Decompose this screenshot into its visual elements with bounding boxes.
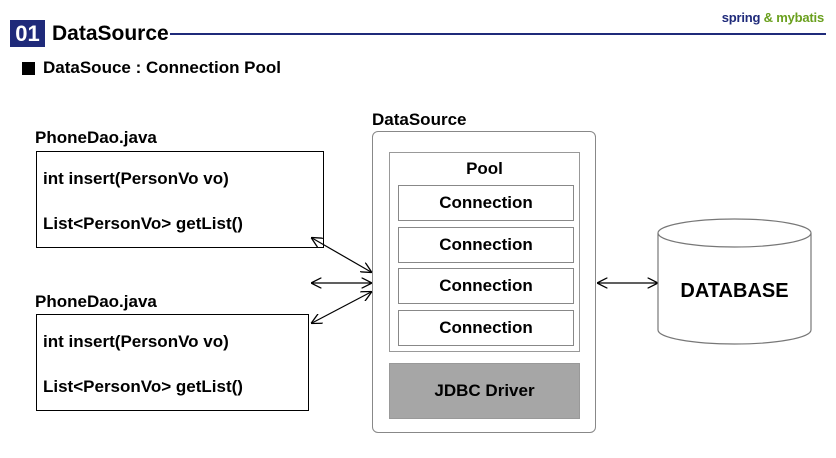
brand-mybatis-text: mybatis (776, 10, 824, 25)
dao-method-getlist: List<PersonVo> getList() (43, 377, 243, 396)
pool-label: Pool (466, 159, 503, 178)
connection-box: Connection (398, 310, 574, 346)
title-underline (170, 33, 826, 35)
section-number-badge: 01 (10, 20, 45, 47)
subtitle-row: DataSouce : Connection Pool (22, 57, 281, 79)
brand-spring-text: spring (721, 10, 761, 25)
brand-amp-text: & (763, 10, 773, 25)
connection-box: Connection (398, 268, 574, 304)
brand-logo: spring & mybatis (721, 10, 825, 25)
jdbc-driver-box: JDBC Driver (389, 363, 580, 419)
dao-box-2: int insert(PersonVo vo) List<PersonVo> g… (36, 314, 309, 411)
dao-title-2: PhoneDao.java (35, 292, 157, 311)
dao-method-insert: int insert(PersonVo vo) (43, 332, 229, 351)
connection-box: Connection (398, 185, 574, 221)
pool-box: Pool Connection Connection Connection Co… (389, 152, 580, 352)
dao-method-getlist: List<PersonVo> getList() (43, 214, 243, 233)
database-label: DATABASE (680, 280, 789, 302)
connection-box: Connection (398, 227, 574, 263)
square-bullet-icon (22, 61, 35, 75)
datasource-title: DataSource (372, 110, 467, 129)
dao-title-1: PhoneDao.java (35, 128, 157, 147)
arrow-dao2-datasource (312, 292, 371, 323)
database-cylinder-icon (657, 218, 812, 345)
subtitle-text: DataSouce : Connection Pool (43, 58, 282, 77)
page-title: DataSource (52, 22, 169, 45)
dao-box-1: int insert(PersonVo vo) List<PersonVo> g… (36, 151, 324, 248)
dao-method-insert: int insert(PersonVo vo) (43, 169, 229, 188)
arrow-dao1-datasource (312, 238, 371, 272)
